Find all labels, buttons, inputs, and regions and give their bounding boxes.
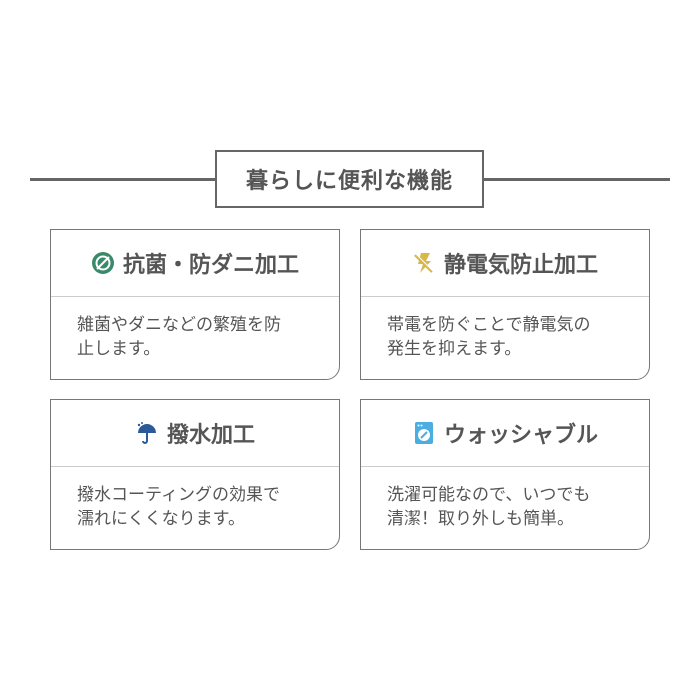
washing-machine-icon bbox=[414, 422, 433, 444]
feature-title: 静電気防止加工 bbox=[443, 253, 598, 278]
feature-desc-line: 発生を抑えます。 bbox=[387, 339, 522, 359]
section-title: 暮らしに便利な機能 bbox=[215, 150, 484, 208]
feature-card-antistatic: 静電気防止加工 帯電を防ぐことで静電気の発生を抑えます。 bbox=[360, 229, 650, 380]
no-static-icon bbox=[414, 253, 434, 273]
feature-desc-line: 清潔！取り外しも簡単。 bbox=[387, 509, 574, 529]
feature-card-water-repellent: 撥水加工 撥水コーティングの効果で濡れにくくなります。 bbox=[50, 399, 340, 550]
feature-desc-line: 濡れにくくなります。 bbox=[77, 509, 245, 529]
feature-desc-line: 止します。 bbox=[77, 339, 161, 359]
feature-desc-line: 撥水コーティングの効果で bbox=[77, 485, 280, 505]
feature-desc-line: 帯電を防ぐことで静電気の bbox=[387, 315, 591, 335]
feature-title: 抗菌・防ダニ加工 bbox=[122, 253, 299, 278]
feature-desc-line: 雑菌やダニなどの繁殖を防 bbox=[77, 315, 281, 335]
feature-card-washable: ウォッシャブル 洗濯可能なので、いつでも清潔！取り外しも簡単。 bbox=[360, 399, 650, 550]
feature-title: ウォッシャブル bbox=[443, 423, 598, 448]
feature-title: 撥水加工 bbox=[166, 423, 255, 448]
feature-desc-line: 洗濯可能なので、いつでも bbox=[387, 485, 591, 505]
umbrella-rain-icon bbox=[137, 422, 156, 444]
antibacterial-icon bbox=[91, 252, 114, 274]
feature-card-antibacterial: 抗菌・防ダニ加工 雑菌やダニなどの繁殖を防止します。 bbox=[50, 229, 340, 380]
